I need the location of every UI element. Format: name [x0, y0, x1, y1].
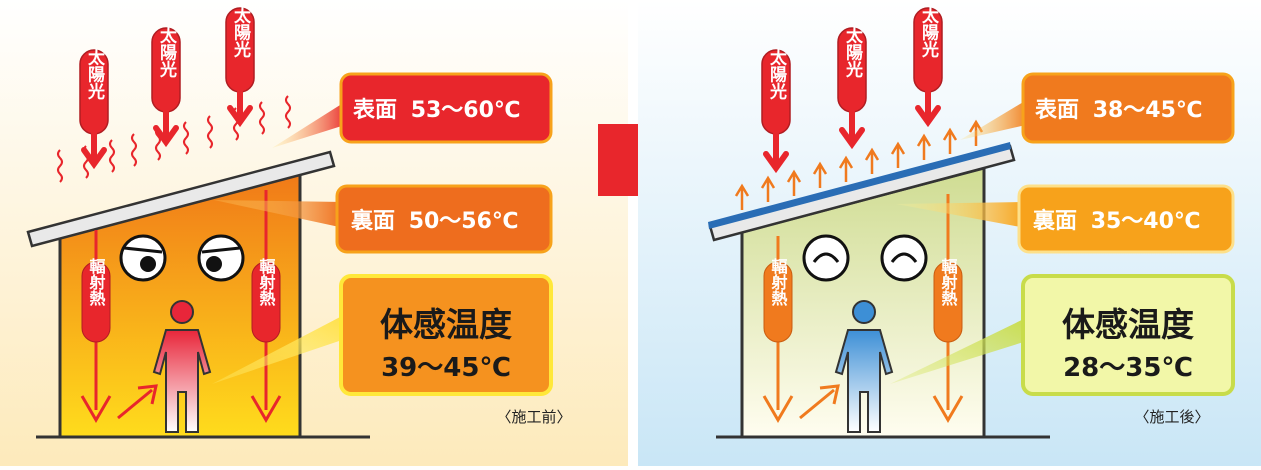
svg-text:裏面 50〜56℃: 裏面 50〜56℃ [351, 208, 519, 234]
after-feel-beam [890, 316, 1030, 384]
after-radiant-label-left: 輻射熱 [769, 257, 789, 307]
before-sun-label-2: 太陽光 [156, 25, 178, 78]
before-radiant-label-right: 輻射熱 [257, 257, 277, 307]
after-person [834, 300, 894, 433]
after-surface-callout: 表面 38〜45℃ [1021, 72, 1235, 144]
after-sunlight-2: 太陽光 [837, 25, 867, 150]
after-sun-label-2: 太陽光 [842, 25, 864, 78]
svg-text:表面 53〜60℃: 表面 53〜60℃ [353, 98, 521, 123]
after-sun-label-3: 太陽光 [918, 5, 940, 58]
before-sunlight-1: 太陽光 [79, 47, 109, 170]
before-feel-beam [212, 316, 342, 384]
after-underside-callout: 裏面 35〜40℃ [1017, 184, 1235, 254]
after-eyes [802, 234, 928, 282]
after-sunlight-1: 太陽光 [761, 47, 791, 174]
after-radiant-label-right: 輻射熱 [939, 257, 959, 307]
after-caption: 〈施工後〉 [1134, 408, 1209, 426]
before-surface-callout: 表面 53〜60℃ [339, 72, 553, 144]
before-caption: 〈施工前〉 [496, 408, 571, 426]
svg-text:表面 38〜45℃: 表面 38〜45℃ [1035, 98, 1203, 123]
after-roof-coating [708, 142, 1011, 229]
after-underside-label: 裏面 [1033, 208, 1077, 234]
before-surface-range: 53〜60℃ [411, 98, 521, 123]
before-heat-waves [57, 95, 291, 183]
after-underside-beam [896, 202, 1026, 228]
before-eyes [119, 234, 245, 282]
svg-text:裏面 35〜40℃: 裏面 35〜40℃ [1033, 208, 1201, 234]
before-sunlight-2: 太陽光 [151, 25, 181, 148]
after-radiant-left: 輻射熱 [762, 236, 794, 423]
after-surface-range: 38〜45℃ [1093, 98, 1203, 123]
after-feel-range: 28〜35℃ [1063, 353, 1193, 383]
before-feel-title: 体感温度 [380, 305, 512, 344]
after-panel: 太陽光 太陽光 太陽光 輻射熱 [638, 0, 1261, 466]
before-surface-beam [272, 100, 348, 148]
before-roof [26, 150, 336, 248]
after-reflect-arrows [734, 119, 984, 210]
before-diagonal-arrow [117, 384, 158, 420]
before-surface-label: 表面 [353, 98, 397, 123]
before-underside-label: 裏面 [351, 208, 395, 234]
before-panel: 太陽光 太陽光 太陽光 輻射熱 [0, 0, 628, 466]
before-sun-label-3: 太陽光 [230, 5, 252, 58]
before-underside-range: 50〜56℃ [409, 209, 519, 234]
after-surface-beam [960, 98, 1030, 140]
before-radiant-left: 輻射熱 [80, 230, 112, 423]
before-sun-label-1: 太陽光 [84, 47, 106, 100]
after-feel-callout: 体感温度 28〜35℃ [1021, 274, 1235, 396]
after-diagonal-arrow [799, 384, 840, 420]
after-underside-range: 35〜40℃ [1091, 209, 1201, 234]
after-radiant-right: 輻射熱 [932, 194, 964, 423]
after-surface-label: 表面 [1035, 98, 1079, 123]
before-person [152, 300, 212, 433]
before-radiant-label-left: 輻射熱 [87, 257, 107, 307]
before-underside-callout: 裏面 50〜56℃ [335, 184, 553, 254]
before-radiant-right: 輻射熱 [250, 190, 282, 423]
before-feel-range: 39〜45℃ [381, 353, 511, 383]
before-underside-beam [214, 200, 344, 228]
before-feel-callout: 体感温度 39〜45℃ [339, 274, 553, 396]
before-sunlight-3: 太陽光 [225, 5, 255, 128]
after-feel-title: 体感温度 [1062, 305, 1194, 344]
after-sun-label-1: 太陽光 [766, 47, 788, 100]
after-sunlight-3: 太陽光 [913, 5, 943, 128]
